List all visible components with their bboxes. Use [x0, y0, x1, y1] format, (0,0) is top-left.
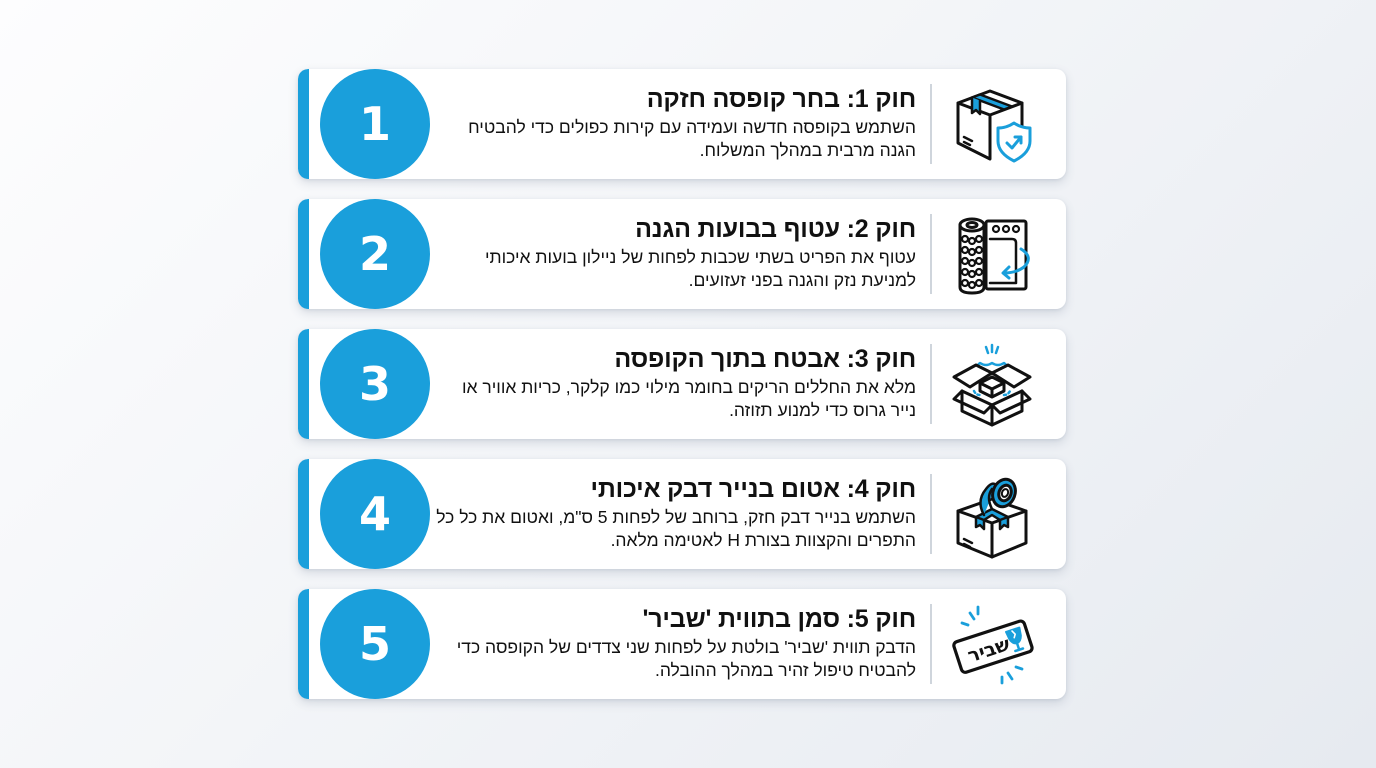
rule-text: חוק 3: אבטח בתוך הקופסה מלא את החללים הר… — [436, 343, 916, 422]
packing-rules-list: 1 חוק 1: בחר קופסה חזקה השתמש בקופסה חדש… — [298, 69, 1066, 719]
rule-number: 4 — [358, 487, 391, 541]
rule-title: חוק 3: אבטח בתוך הקופסה — [614, 345, 916, 373]
box-tape-roll-icon — [946, 471, 1038, 559]
rule-number-badge: 1 — [320, 69, 430, 179]
rule-number: 2 — [358, 227, 391, 281]
rule-description: הדבק תווית 'שביר' בולטת על לפחות שני צדד… — [456, 637, 916, 680]
rule-number: 3 — [358, 357, 391, 411]
divider — [930, 604, 932, 684]
rule-description: השתמש בנייר דבק חזק, ברוחב של לפחות 5 ס"… — [436, 507, 916, 550]
rule-number-badge: 4 — [320, 459, 430, 569]
box-shield-check-icon — [946, 81, 1038, 169]
bubble-wrap-roll-icon — [946, 211, 1038, 299]
accent-bar — [298, 589, 309, 699]
rule-title: חוק 2: עטוף בבועות הגנה — [635, 215, 916, 243]
fragile-label-icon: שביר — [946, 601, 1038, 689]
divider — [930, 344, 932, 424]
rule-description: השתמש בקופסה חדשה ועמידה עם קירות כפולים… — [468, 117, 916, 160]
divider — [930, 474, 932, 554]
rule-card-1: 1 חוק 1: בחר קופסה חזקה השתמש בקופסה חדש… — [298, 69, 1066, 179]
accent-bar — [298, 329, 309, 439]
accent-bar — [298, 199, 309, 309]
accent-bar — [298, 459, 309, 569]
divider — [930, 214, 932, 294]
rule-title: חוק 4: אטום בנייר דבק איכותי — [590, 475, 917, 503]
rule-text: חוק 2: עטוף בבועות הגנה עטוף את הפריט בש… — [436, 213, 916, 292]
rule-text: חוק 5: סמן בתווית 'שביר' הדבק תווית 'שבי… — [436, 603, 916, 682]
rule-card-3: 3 חוק 3: אבטח בתוך הקופסה מלא את החללים … — [298, 329, 1066, 439]
rule-title: חוק 1: בחר קופסה חזקה — [646, 85, 917, 113]
open-box-cushioning-icon — [946, 341, 1038, 429]
rule-title: חוק 5: סמן בתווית 'שביר' — [642, 605, 916, 633]
rule-number-badge: 3 — [320, 329, 430, 439]
rule-card-2: 2 חוק 2: עטוף בבועות הגנה עטוף את הפריט … — [298, 199, 1066, 309]
rule-number-badge: 5 — [320, 589, 430, 699]
rule-description: עטוף את הפריט בשתי שכבות לפחות של ניילון… — [484, 247, 916, 290]
rule-number: 1 — [358, 97, 391, 151]
rule-number-badge: 2 — [320, 199, 430, 309]
accent-bar — [298, 69, 309, 179]
rule-card-5: 5 חוק 5: סמן בתווית 'שביר' הדבק תווית 'ש… — [298, 589, 1066, 699]
rule-card-4: 4 חוק 4: אטום בנייר דבק איכותי השתמש בני… — [298, 459, 1066, 569]
rule-description: מלא את החללים הריקים בחומר מילוי כמו קלק… — [461, 377, 916, 420]
rule-text: חוק 4: אטום בנייר דבק איכותי השתמש בנייר… — [436, 473, 916, 552]
rule-number: 5 — [358, 617, 391, 671]
rule-text: חוק 1: בחר קופסה חזקה השתמש בקופסה חדשה … — [436, 83, 916, 162]
divider — [930, 84, 932, 164]
